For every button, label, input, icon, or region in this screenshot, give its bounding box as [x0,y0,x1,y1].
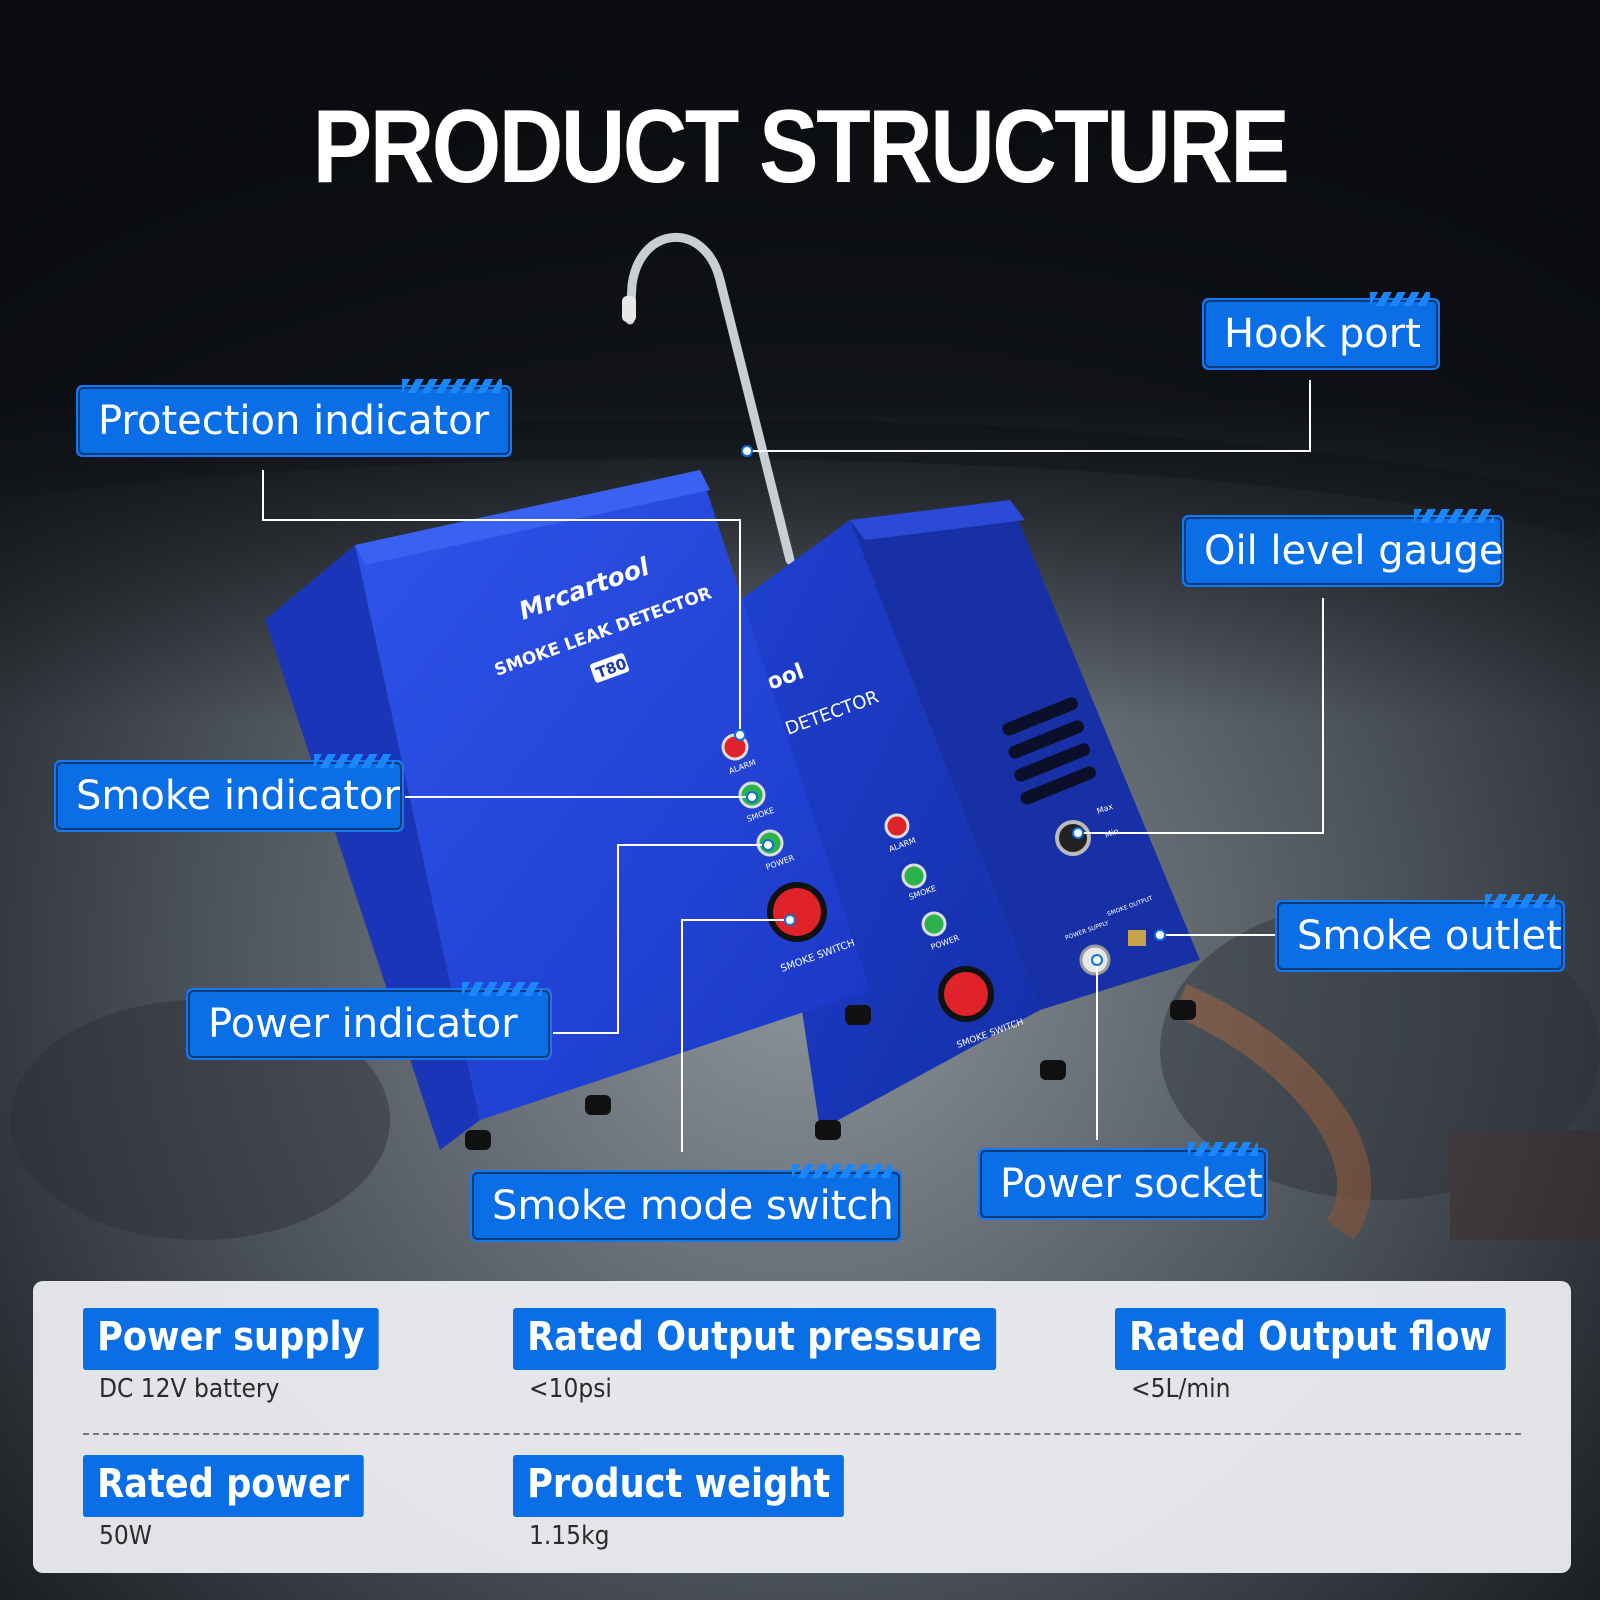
spec-rated-output-flow: Rated Output flow <5L/min [1115,1308,1559,1404]
leader-dots [734,445,1166,966]
callout-label: Power indicator [208,1001,518,1047]
spec-value: <10psi [529,1374,612,1404]
leader-lines [262,380,1324,1152]
spec-label: Power supply [83,1308,379,1370]
spec-value: DC 12V battery [99,1374,280,1404]
callout-smoke-indicator: Smoke indicator [54,754,404,832]
spec-rated-power: Rated power 50W [83,1455,402,1551]
callout-label: Hook port [1224,311,1421,357]
callout-smoke-outlet: Smoke outlet [1275,894,1565,972]
spec-label: Rated Output pressure [513,1308,996,1370]
callout-label: Protection indicator [98,398,490,444]
callout-power-socket: Power socket [978,1142,1268,1220]
hook-rod [625,233,795,565]
callout-label: Oil level gauge [1204,528,1504,574]
callout-power-indicator: Power indicator [186,982,552,1060]
callout-label: Smoke indicator [76,773,400,819]
spec-value: <5L/min [1131,1374,1231,1404]
spec-power-supply: Power supply DC 12V battery [83,1308,419,1404]
device-front: Mrcartool SMOKE LEAK DETECTOR T80 ALARM … [265,470,1196,1150]
spec-value: 1.15kg [529,1521,610,1551]
spec-value: 50W [99,1521,152,1551]
callout-label: Smoke mode switch [492,1183,894,1229]
callout-hook-port: Hook port [1202,292,1440,370]
page-title: PRODUCT STRUCTURE [312,89,1290,205]
spec-divider [83,1433,1521,1435]
callout-protection-indicator: Protection indicator [76,379,512,457]
callout-oil-level-gauge: Oil level gauge [1182,509,1504,587]
callout-smoke-mode-switch: Smoke mode switch [470,1164,902,1242]
spec-label: Rated Output flow [1115,1308,1507,1370]
spec-product-weight: Product weight 1.15kg [513,1455,889,1551]
spec-rated-output-pressure: Rated Output pressure <10psi [513,1308,1062,1404]
callout-label: Power socket [1000,1161,1263,1207]
spec-panel: Power supply DC 12V battery Rated Output… [33,1281,1571,1573]
spec-label: Product weight [513,1455,845,1517]
callout-label: Smoke outlet [1297,913,1562,959]
spec-label: Rated power [83,1455,364,1517]
